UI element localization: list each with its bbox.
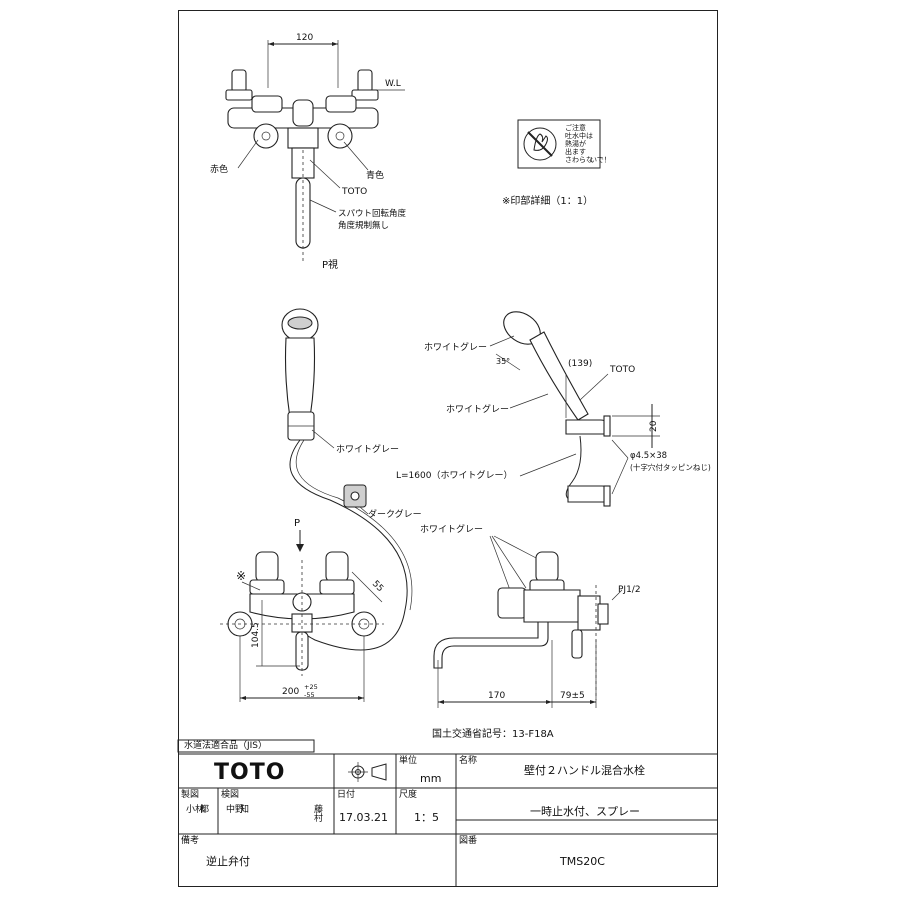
spout-note-1: スパウト回転角度	[338, 208, 407, 219]
icon-text-5: さわらな	[565, 156, 593, 164]
label-toto-side: TOTO	[609, 365, 635, 375]
dim-104-5: 104.5	[251, 622, 261, 648]
icon-text-1: ご注意	[565, 123, 586, 132]
shower-handle	[284, 337, 316, 419]
description-value: 一時止水付、スプレー	[530, 805, 640, 818]
remarks-label: 備考	[181, 836, 200, 846]
dim-35: 35°	[496, 357, 510, 366]
left-valve	[253, 123, 279, 149]
front-left-handle	[255, 551, 279, 583]
scale-value: 1：5	[414, 811, 439, 824]
drawing-no-value: TMS20C	[560, 855, 605, 868]
asterisk-mark: ※	[236, 569, 246, 583]
p-view-label: P視	[322, 258, 338, 271]
side-elbow	[497, 587, 527, 619]
label-white-grey-side-3: ホワイトグレー	[420, 523, 483, 535]
wl-label: W.L	[385, 79, 401, 89]
approved-value: 藤村	[314, 805, 324, 824]
checked-value-2: 知	[240, 805, 250, 815]
drawing-sheet	[178, 10, 718, 887]
screw-note: (十字穴付タッピンねじ)	[630, 462, 711, 472]
front-right-handle	[325, 551, 349, 583]
side-handle	[535, 551, 559, 583]
hand-icon	[533, 133, 548, 151]
dim-200-tol-upper: +25	[304, 683, 318, 691]
projection-symbol	[348, 762, 387, 782]
compliance-text: 水道法適合品（JIS）	[184, 741, 268, 751]
date-value: 17.03.21	[339, 811, 388, 824]
remarks-value: 逆止弁付	[206, 855, 250, 868]
label-toto-top: TOTO	[341, 187, 367, 197]
screw-spec: φ4.5×38	[630, 451, 667, 461]
scale-label: 尺度	[399, 790, 418, 800]
icon-text-6: いで！	[590, 156, 611, 164]
mlit-code: 国土交通省記号：13-F18A	[432, 727, 554, 740]
mark-detail-label: ※印部詳細（1：1）	[502, 194, 593, 207]
checked-label: 検図	[221, 790, 240, 800]
name-label: 名称	[459, 756, 478, 766]
drawn-label: 製図	[181, 790, 200, 800]
side-shower-handle	[529, 331, 589, 421]
label-white-grey-side-2: ホワイトグレー	[446, 403, 509, 415]
dim-20: 20	[649, 420, 659, 432]
top-view: 120 W.L 赤色 青色 TOTO スパウト回転角度 角度規制無し P視	[210, 33, 407, 271]
label-red: 赤色	[210, 163, 228, 175]
spout-note-2: 角度規制無し	[338, 220, 389, 231]
unit-label: 単位	[399, 756, 418, 766]
unit-value: mm	[420, 772, 442, 785]
shower-hose	[289, 439, 408, 651]
side-view: 35° ホワイトグレー ホワイトグレー (139) TOTO 20 φ4.5×3…	[396, 311, 711, 708]
dim-200: 200	[282, 687, 299, 697]
label-hose: L=1600（ホワイトグレー）	[396, 469, 512, 481]
label-dark-grey: ダークグレー	[368, 508, 422, 520]
drawn-value-2: 都	[200, 805, 210, 815]
right-handle	[357, 69, 373, 93]
icon-text-3: 熱湯が	[565, 139, 586, 148]
icon-text-4: 出ます	[565, 147, 586, 156]
dim-139: (139)	[568, 359, 592, 369]
name-value: 壁付２ハンドル混合水栓	[524, 764, 645, 777]
icon-text-2: 吐水中は	[565, 131, 593, 140]
side-holder-upper	[565, 419, 611, 435]
side-body	[523, 589, 581, 623]
warning-mark-box	[517, 119, 601, 169]
drawing-no-label: 図番	[459, 836, 478, 846]
mark-detail: ご注意 吐水中は 熱湯が 出ます さわらな いで！ ※印部詳細（1：1）	[502, 119, 611, 207]
dim-200-tol-lower: -55	[304, 691, 315, 699]
brand-logo: TOTO	[214, 760, 286, 785]
drawn-value-1: 小林	[186, 805, 205, 815]
compliance-box	[177, 739, 315, 753]
side-wall-nut	[597, 603, 609, 625]
label-p: P	[294, 518, 300, 529]
label-pj: PJ1/2	[618, 585, 641, 595]
side-spout	[433, 621, 549, 669]
right-valve	[327, 123, 353, 149]
left-handle	[231, 69, 247, 93]
front-view: ホワイトグレー ダークグレー P ※ 55 104.5	[220, 308, 422, 702]
title-block	[177, 739, 718, 887]
dim-170: 170	[488, 691, 505, 701]
date-label: 日付	[337, 790, 356, 800]
dim-79: 79±5	[560, 691, 585, 701]
checked-value-1: 中野	[226, 805, 245, 815]
label-white-grey-front: ホワイトグレー	[336, 443, 399, 455]
dim-120: 120	[296, 33, 313, 43]
label-white-grey-side-1: ホワイトグレー	[424, 341, 487, 353]
label-blue: 青色	[366, 169, 384, 181]
